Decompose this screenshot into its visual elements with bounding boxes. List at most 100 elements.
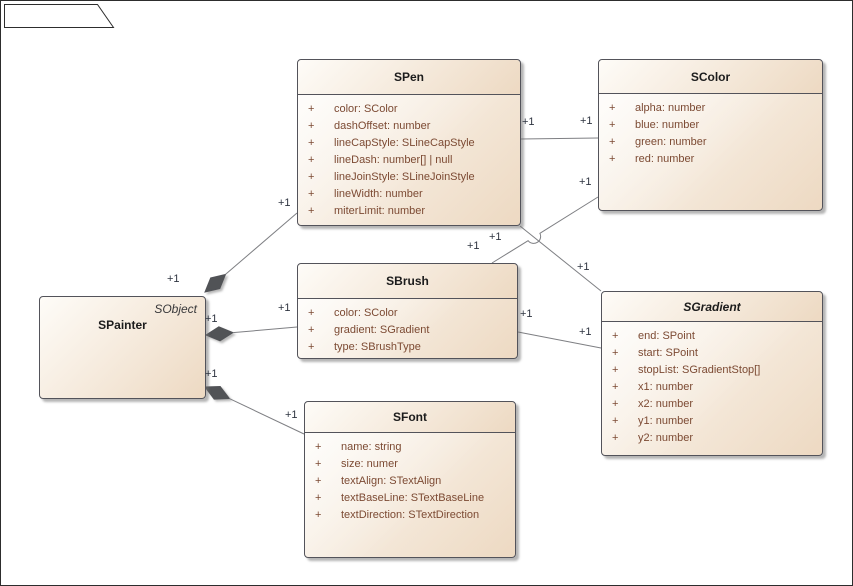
multiplicity-label-pen-gradient-from[interactable]: +1 [489, 231, 502, 243]
composition-diamond-icon[interactable] [204, 326, 234, 342]
class-box-spen[interactable]: SPen +color: SColor + dashOffset: number +li… [297, 59, 521, 226]
multiplicity-label-brush-gradient-to[interactable]: +1 [579, 326, 592, 338]
edge-pen-gradient[interactable] [519, 225, 602, 292]
attribute-text: type: SBrushType [334, 340, 421, 353]
edge-pen-color[interactable] [520, 137, 599, 140]
attribute-row[interactable]: +type: SBrushType [298, 338, 517, 355]
attribute-row[interactable]: +textDirection: STextDirection [305, 506, 515, 523]
attribute-row[interactable]: +size: numer [305, 455, 515, 472]
edge-painter-brush[interactable] [232, 326, 298, 334]
attribute-row[interactable]: + end: SPoint [602, 327, 822, 344]
attribute-row[interactable]: +stopList: SGradientStop[] [602, 361, 822, 378]
attribute-text: alpha: number [635, 101, 706, 114]
edge-brush-color[interactable] [491, 196, 599, 264]
class-box-sbrush[interactable]: SBrush+color: SColor+gradient: SGradient… [297, 263, 518, 359]
attribute-text: blue: number [635, 118, 700, 131]
visibility-marker: + [609, 152, 616, 165]
visibility-marker: + [315, 508, 322, 521]
multiplicity-label-brush-gradient-from[interactable]: +1 [520, 308, 533, 320]
attribute-row[interactable]: +start: SPoint [602, 344, 822, 361]
multiplicity-label-painter-font-to[interactable]: +1 [285, 409, 298, 421]
attribute-text: x1: number [638, 380, 694, 393]
composition-diamond-icon[interactable] [204, 273, 227, 293]
class-header[interactable]: SGradient [602, 292, 822, 322]
visibility-marker: + [612, 397, 619, 410]
class-header[interactable]: SBrush [298, 264, 517, 299]
attribute-row[interactable]: +lineJoinStyle: SLineJoinStyle [298, 168, 520, 185]
attribute-row[interactable]: +lineWidth: number [298, 185, 520, 202]
multiplicity-label-pen-gradient-to[interactable]: +1 [577, 261, 590, 273]
visibility-marker: + [315, 474, 322, 487]
visibility-marker: + [308, 136, 315, 149]
class-title: SColor [690, 69, 731, 84]
attribute-text: textAlign: STextAlign [341, 474, 442, 487]
attribute-compartment: +alpha: number+blue: number+green: numbe… [599, 94, 822, 210]
attribute-row[interactable]: +alpha: number [599, 99, 822, 116]
attribute-row[interactable]: + dashOffset: number [298, 117, 520, 134]
visibility-marker: + [308, 306, 315, 319]
attribute-row[interactable]: +x1: number [602, 378, 822, 395]
visibility-marker: + [308, 323, 315, 336]
attribute-text: stopList: SGradientStop[] [638, 363, 761, 376]
attribute-text: size: numer [341, 457, 398, 470]
visibility-marker: + [308, 153, 315, 166]
edge-painter-font[interactable] [229, 398, 305, 435]
attribute-row[interactable]: +name: string [305, 438, 515, 455]
multiplicity-label-painter-brush-to[interactable]: +1 [278, 302, 291, 314]
visibility-marker: + [612, 329, 619, 342]
class-box-scolor[interactable]: SColor+alpha: number+blue: number+green:… [598, 59, 823, 211]
attribute-row[interactable]: +textBaseLine: STextBaseLine [305, 489, 515, 506]
attribute-text: y2: number [638, 431, 694, 444]
class-title: SBrush [386, 274, 429, 288]
visibility-marker: + [308, 204, 315, 217]
visibility-marker: + [609, 135, 616, 148]
class-box-sfont[interactable]: SFont+name: string+size: numer+textAlign… [304, 401, 516, 558]
multiplicity-label-brush-color-from[interactable]: +1 [467, 240, 480, 252]
attribute-text: dashOffset: number [334, 119, 431, 132]
attribute-text: end: SPoint [638, 329, 695, 342]
class-header[interactable]: SFont [305, 402, 515, 433]
visibility-marker: + [308, 119, 315, 132]
multiplicity-label-painter-brush-from[interactable]: +1 [205, 313, 218, 325]
attribute-text: red: number [635, 152, 695, 165]
multiplicity-label-brush-color-to[interactable]: +1 [579, 176, 592, 188]
attribute-row[interactable]: +color: SColor [298, 100, 520, 117]
attribute-row[interactable]: +y2: number [602, 429, 822, 446]
composition-diamond-icon[interactable] [204, 385, 231, 400]
attribute-row[interactable]: + red: number [599, 150, 822, 167]
multiplicity-label-pen-color-from[interactable]: +1 [522, 116, 535, 128]
attribute-row[interactable]: + textAlign: STextAlign [305, 472, 515, 489]
attribute-text: start: SPoint [638, 346, 698, 359]
parent-class-label: SObject [154, 302, 197, 316]
attribute-compartment: +name: string+size: numer+textAlign: STe… [305, 433, 515, 557]
class-header[interactable]: SColor [599, 60, 822, 94]
edge-painter-pen[interactable] [225, 212, 298, 275]
multiplicity-label-pen-color-to[interactable]: +1 [580, 115, 593, 127]
multiplicity-label-painter-pen-to[interactable]: +1 [278, 197, 291, 209]
multiplicity-label-painter-pen-from[interactable]: +1 [167, 273, 180, 285]
attribute-compartment: +end: SPoint+start: SPoint+stopList: SGr… [602, 322, 822, 455]
attribute-text: gradient: SGradient [334, 323, 430, 336]
class-title: SFont [393, 410, 427, 424]
attribute-row[interactable]: +lineCapStyle: SLineCapStyle [298, 134, 520, 151]
class-title: SGradient [683, 299, 741, 314]
attribute-row[interactable]: + gradient: SGradient [298, 321, 517, 338]
attribute-row[interactable]: +green: number [599, 133, 822, 150]
visibility-marker: + [612, 414, 619, 427]
multiplicity-label-painter-font-from[interactable]: +1 [205, 368, 218, 380]
attribute-row[interactable]: +x2: number [602, 395, 822, 412]
class-header[interactable]: SPen [298, 60, 520, 95]
class-box-sgradient[interactable]: SGradient+end: SPoint+start: SPoint+stop… [601, 291, 823, 456]
attribute-row[interactable]: + miterLimit: number [298, 202, 520, 219]
edge-brush-gradient[interactable] [517, 331, 602, 349]
uml-frame-tab [4, 4, 115, 28]
attribute-row[interactable]: +lineDash: number[] | null [298, 151, 520, 168]
attribute-text: name: string [341, 440, 402, 453]
attribute-row[interactable]: +color: SColor [298, 304, 517, 321]
attribute-text: miterLimit: number [334, 204, 426, 217]
attribute-row[interactable]: + y1: number [602, 412, 822, 429]
attribute-text: y1: number [638, 414, 694, 427]
attribute-row[interactable]: +blue: number [599, 116, 822, 133]
